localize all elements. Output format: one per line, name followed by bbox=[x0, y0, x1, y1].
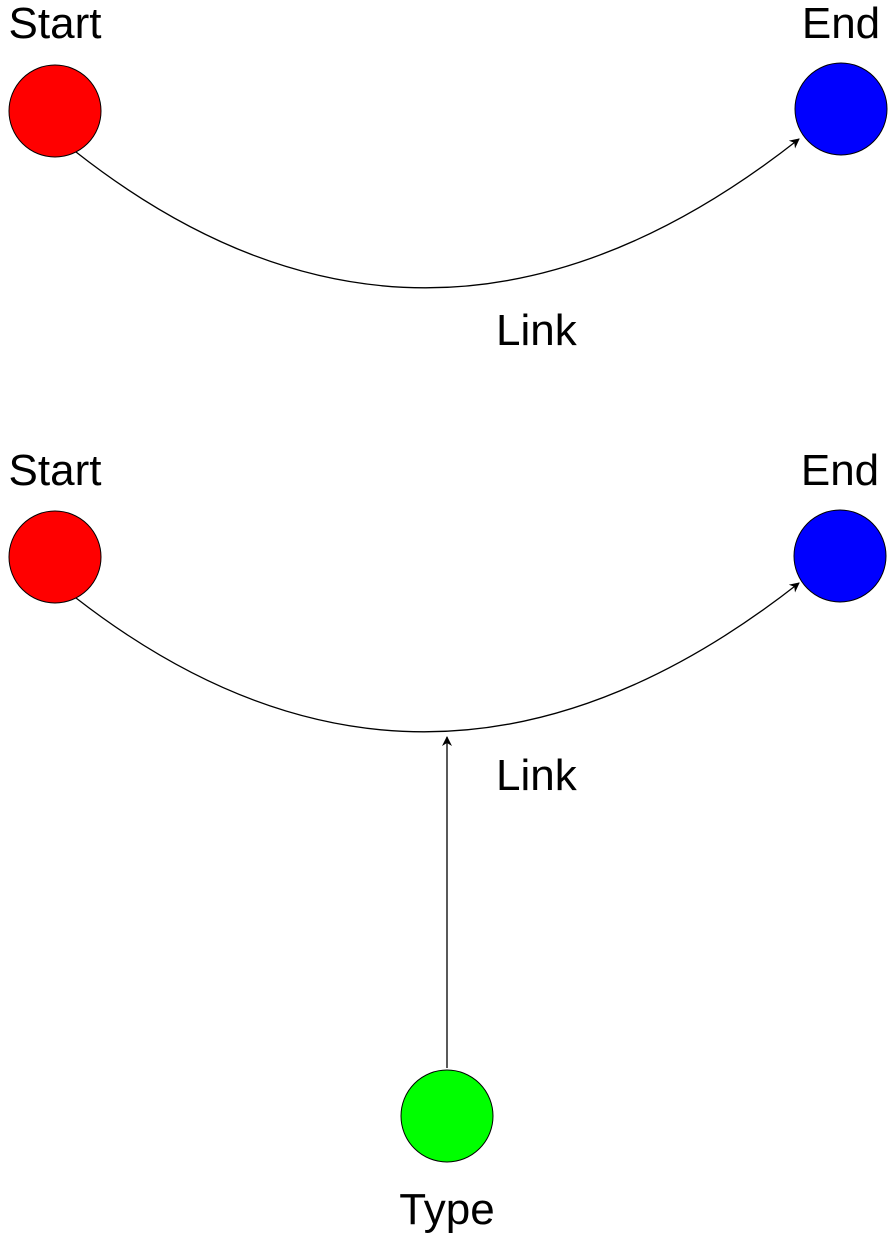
diagram-2: Start End Link Type bbox=[8, 446, 887, 1234]
link-edge-2 bbox=[75, 582, 800, 733]
start-label-2: Start bbox=[9, 446, 102, 495]
diagram-1: Start End Link bbox=[8, 0, 888, 355]
end-node-2 bbox=[793, 509, 887, 603]
end-label-1: End bbox=[802, 0, 880, 48]
start-node-2 bbox=[8, 510, 102, 604]
end-node-1 bbox=[794, 62, 888, 156]
type-label: Type bbox=[399, 1185, 494, 1234]
link-edge-1 bbox=[75, 138, 800, 289]
start-node-1 bbox=[8, 64, 102, 158]
link-label-1: Link bbox=[496, 306, 578, 355]
end-label-2: End bbox=[801, 446, 879, 495]
link-label-2: Link bbox=[496, 751, 578, 800]
start-label-1: Start bbox=[9, 0, 102, 48]
type-node bbox=[400, 1069, 494, 1163]
